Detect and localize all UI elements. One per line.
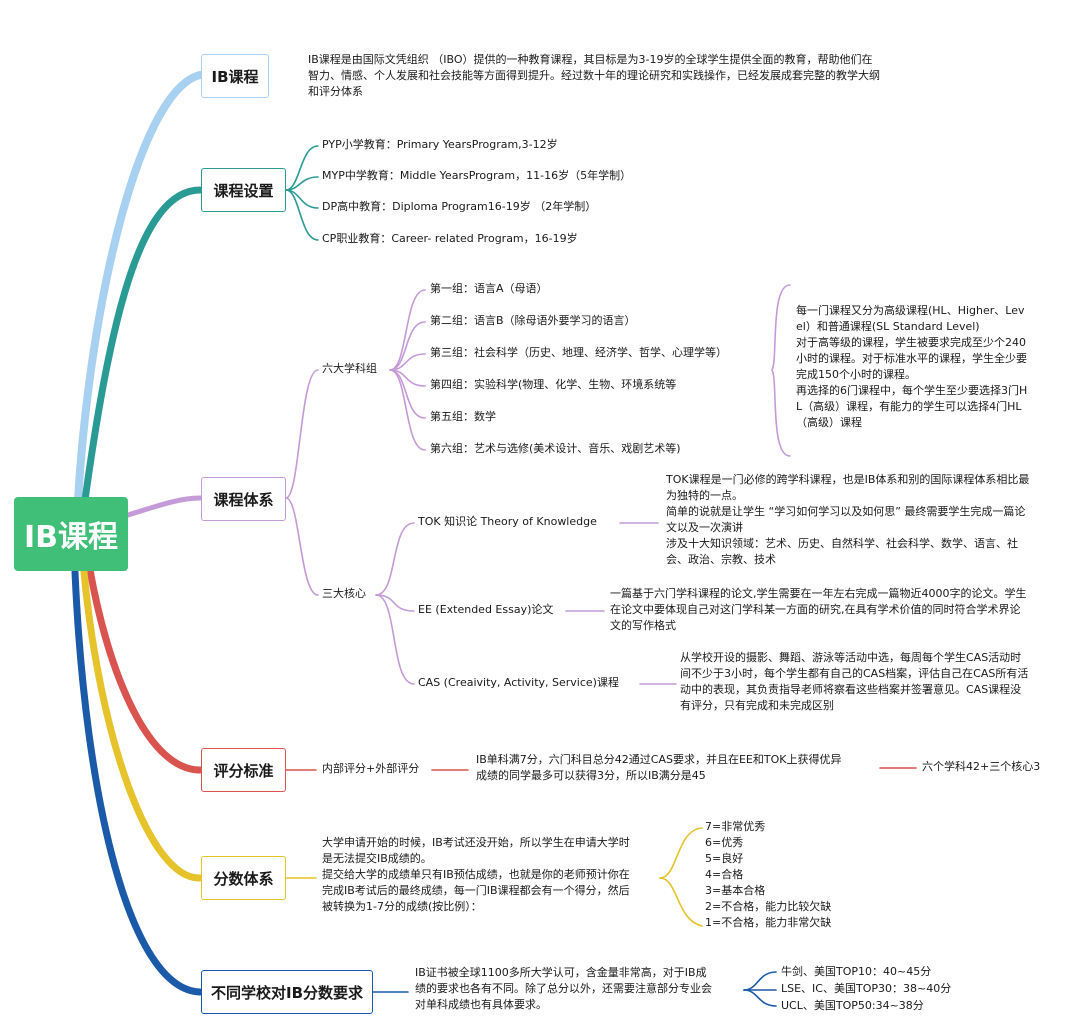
- three-cores-label: 三大核心: [322, 587, 366, 600]
- setup-item-myp: MYP中学教育：Middle YearsProgram，11-16岁（5年学制）: [322, 169, 632, 182]
- setup-item-pyp: PYP小学教育：Primary YearsProgram,3-12岁: [322, 138, 558, 151]
- grading-node: 评分标准: [201, 748, 286, 792]
- branch-score: [80, 568, 204, 882]
- course-system-node: 课程体系: [201, 477, 286, 521]
- branch-ib: [74, 71, 204, 504]
- grading-end: 六个学科42+三个核心3: [922, 760, 1041, 773]
- score-scale-4: 4=合格: [705, 868, 744, 881]
- score-scale-2: 2=不合格，能力比较欠缺: [705, 900, 832, 913]
- score-scale-7: 7=非常优秀: [705, 820, 766, 833]
- branch-requirement: [71, 568, 204, 996]
- group-4: 第四组：实验科学(物理、化学、生物、环境系统等: [430, 378, 677, 391]
- group-6: 第六组：艺术与选修(美术设计、音乐、戏剧艺术等): [430, 442, 681, 455]
- grading-sub: 内部评分+外部评分: [322, 762, 420, 775]
- core-ee-label: EE (Extended Essay)论文: [418, 603, 554, 616]
- groups-note: 每一门课程又分为高级课程(HL、Higher、Lev el）和普通课程(SL S…: [796, 304, 1028, 429]
- grading-description: IB单科满7分，六门科目总分42通过CAS要求，并且在EE和TOK上获得优异 成…: [476, 753, 842, 782]
- core-cas-description: 从学校开设的摄影、舞蹈、游泳等活动中选，每周每个学生CAS活动时 间不少于3小时…: [680, 651, 1029, 712]
- core-tok-label: TOK 知识论 Theory of Knowledge: [418, 515, 597, 528]
- score-scale-6: 6=优秀: [705, 836, 744, 849]
- setup-item-dp: DP高中教育：Diploma Program16-19岁 （2年学制）: [322, 200, 597, 213]
- requirement-top10: 牛剑、美国TOP10：40~45分: [781, 965, 932, 978]
- score-scale-5: 5=良好: [705, 852, 744, 865]
- six-groups-label: 六大学科组: [322, 362, 377, 375]
- core-ee-description: 一篇基于六门学科课程的论文,学生需要在一年左右完成一篇物近4000字的论文。学生…: [610, 587, 1027, 632]
- core-tok-description: TOK课程是一门必修的跨学科课程，也是IB体系和别的国际课程体系相比最 为独特的…: [666, 473, 1030, 566]
- score-system-node: 分数体系: [201, 856, 286, 900]
- ib-course-node: IB课程: [201, 54, 269, 98]
- ib-course-description: IB课程是由国际文凭组织 （IBO）提供的一种教育课程，其目标是为3-19岁的全…: [308, 53, 880, 98]
- group-1: 第一组：语言A（母语）: [430, 282, 548, 295]
- score-scale-3: 3=基本合格: [705, 884, 766, 897]
- branch-grading: [86, 566, 204, 774]
- branch-system: [125, 495, 203, 518]
- group-5: 第五组：数学: [430, 410, 496, 423]
- core-cas-label: CAS (Creaivity, Activity, Service)课程: [418, 676, 619, 689]
- branch-setup: [81, 186, 204, 504]
- root-node: IB课程: [14, 497, 128, 571]
- requirement-description: IB证书被全球1100多所大学认可，含金量非常高，对于IB成 绩的要求也各有不同…: [415, 966, 712, 1011]
- requirement-top30: LSE、IC、美国TOP30：38~40分: [781, 982, 952, 995]
- groups-bracket: [771, 284, 791, 457]
- requirement-node: 不同学校对IB分数要求: [201, 970, 373, 1014]
- score-scale-1: 1=不合格，能力非常欠缺: [705, 916, 832, 929]
- requirement-top50: UCL、美国TOP50:34~38分: [781, 999, 924, 1012]
- group-2: 第二组：语言B（除母语外要学习的语言）: [430, 314, 636, 327]
- setup-item-cp: CP职业教育：Career- related Program，16-19岁: [322, 232, 578, 245]
- group-3: 第三组：社会科学（历史、地理、经济学、哲学、心理学等）: [430, 346, 727, 359]
- course-setup-node: 课程设置: [201, 168, 286, 212]
- score-description: 大学申请开始的时候，IB考试还没开始，所以学生在申请大学时 是无法提交IB成绩的…: [322, 836, 630, 913]
